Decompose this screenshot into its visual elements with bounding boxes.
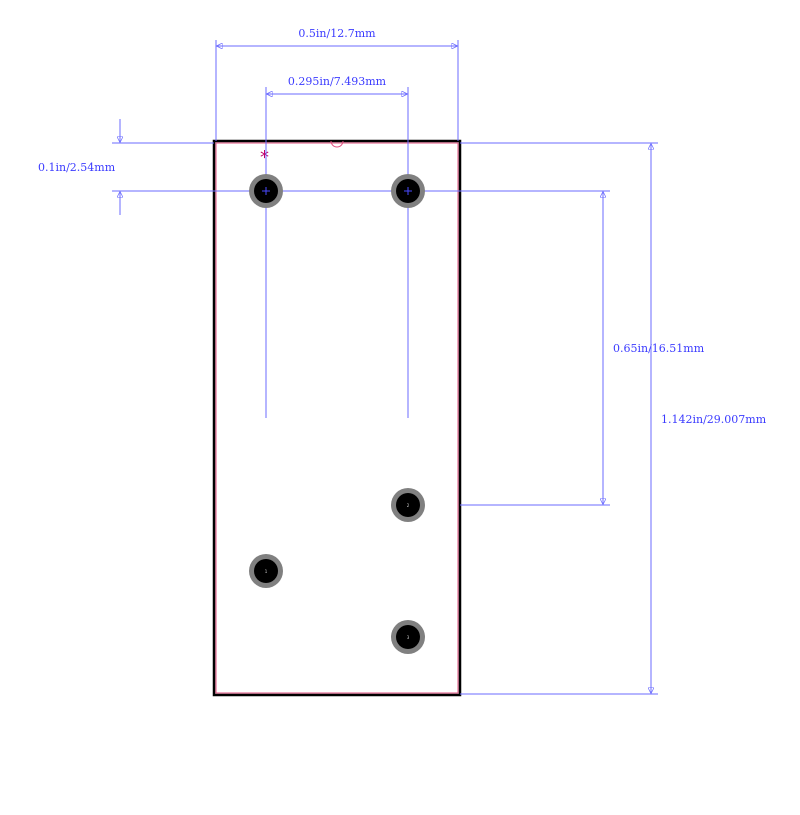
dim-pin-pitch: 0.1in/2.54mm (38, 119, 610, 215)
pin1-notch (330, 140, 344, 148)
pad-1-label: 1 (265, 569, 268, 574)
pad-3-label: 3 (407, 635, 410, 640)
pad-top-right (391, 174, 425, 208)
dim-pin-spacing: 0.295in/7.493mm (265, 75, 409, 418)
dim-pin-spacing-label: 0.295in/7.493mm (288, 75, 387, 88)
courtyard-outline (215, 142, 459, 694)
dim-pin-pitch-label: 0.1in/2.54mm (38, 161, 116, 174)
pad-2-label: 2 (407, 503, 410, 508)
pad-3: 3 (391, 620, 425, 654)
package-outline (212, 139, 462, 697)
dim-row-spacing-label: 0.65in/16.51mm (613, 342, 705, 355)
dim-overall-width-label: 0.5in/12.7mm (298, 27, 376, 40)
dim-overall-length: 1.142in/29.007mm (460, 142, 767, 695)
pad-top-left (249, 174, 283, 208)
dim-overall-width: 0.5in/12.7mm (215, 27, 459, 141)
pin1-marker: * (260, 147, 269, 168)
pad-2: 2 (391, 488, 425, 522)
dim-row-spacing: 0.65in/16.51mm (460, 192, 705, 506)
pad-1: 1 (249, 554, 283, 588)
dim-overall-length-label: 1.142in/29.007mm (661, 413, 767, 426)
